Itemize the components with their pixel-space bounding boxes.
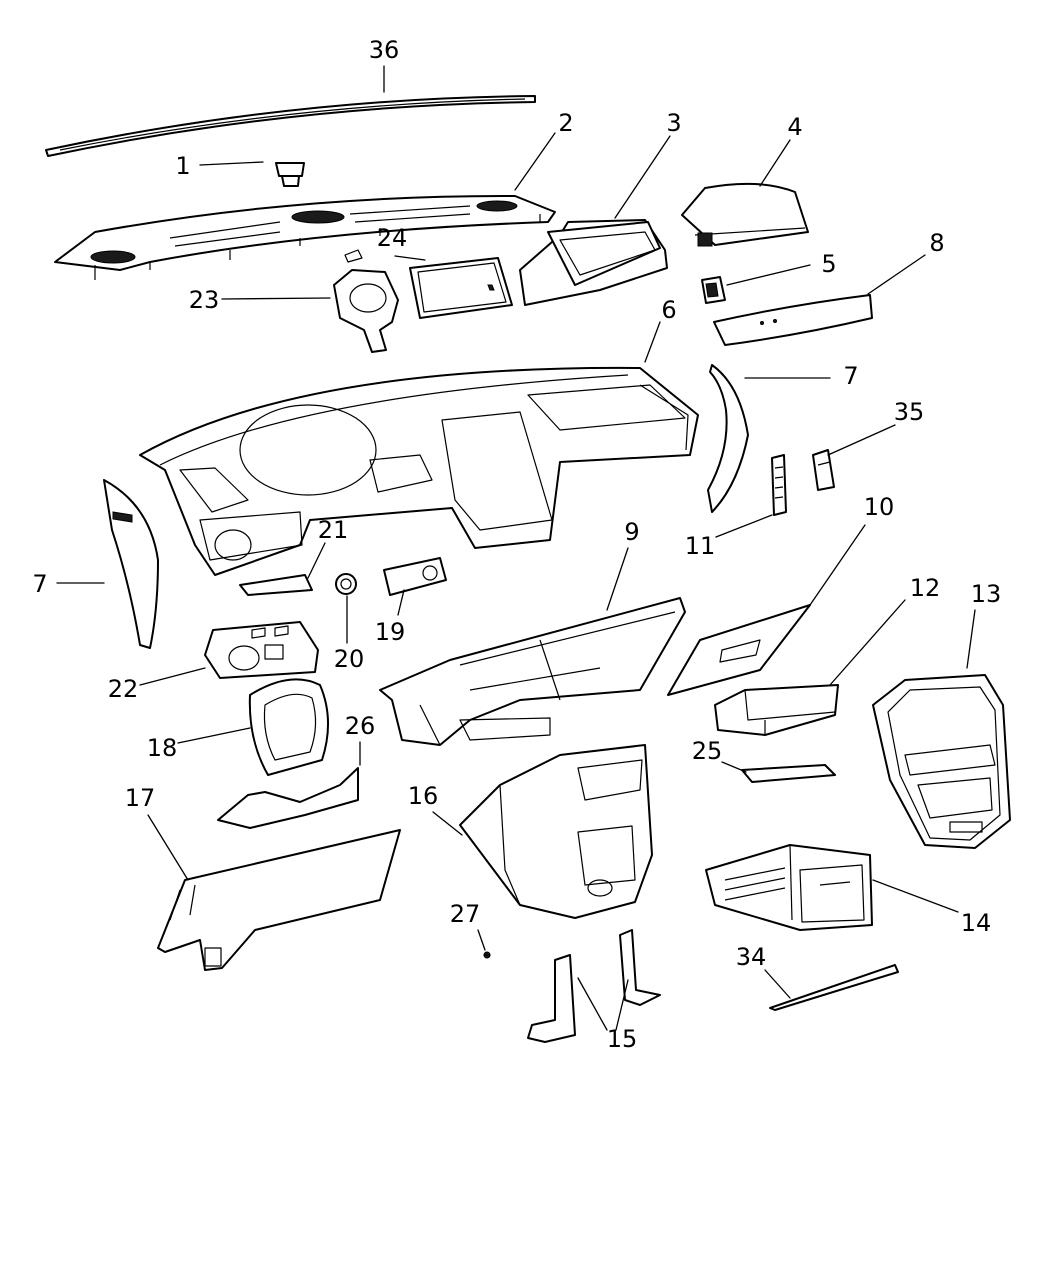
callout-2: 2 xyxy=(558,109,573,137)
callout-14: 14 xyxy=(961,909,992,937)
callout-27: 27 xyxy=(450,900,481,928)
callout-8: 8 xyxy=(929,229,944,257)
part-1-clip xyxy=(275,162,305,187)
part-6-instrument-panel xyxy=(139,366,699,576)
callout-13: 13 xyxy=(971,580,1002,608)
part-17-knee-bolster xyxy=(157,829,401,971)
part-25-pad xyxy=(741,764,836,783)
callout-16: 16 xyxy=(408,782,439,810)
callout-23: 23 xyxy=(189,286,220,314)
part-4-cover xyxy=(681,182,809,247)
callout-18: 18 xyxy=(147,734,178,762)
part-15-bracket-right xyxy=(619,929,661,1006)
callout-20: 20 xyxy=(334,645,365,673)
callout-5: 5 xyxy=(821,250,836,278)
part-13-center-bezel xyxy=(872,674,1011,849)
part-3-upper-bin xyxy=(519,219,668,306)
part-12-box xyxy=(714,684,839,736)
callout-25: 25 xyxy=(692,737,723,765)
callout-1: 1 xyxy=(175,152,190,180)
part-8-trim xyxy=(713,294,873,346)
part-18-airbag-cover xyxy=(248,678,330,776)
callout-11: 11 xyxy=(685,532,716,560)
part-19-bezel xyxy=(383,557,447,596)
part-26-lower-trim xyxy=(217,767,359,829)
part-11-vent xyxy=(771,454,787,516)
callout-15: 15 xyxy=(607,1025,638,1053)
part-20-ring xyxy=(335,573,357,595)
part-2-defroster-panel xyxy=(54,194,556,280)
callout-19: 19 xyxy=(375,618,406,646)
callout-22: 22 xyxy=(108,675,139,703)
part-34-strip xyxy=(769,964,899,1011)
callout-36: 36 xyxy=(369,36,400,64)
part-21-trim xyxy=(239,574,313,596)
part-22-switch-bezel xyxy=(204,621,319,679)
callout-12: 12 xyxy=(910,574,941,602)
callout-labels: 36 1 2 3 4 24 5 8 23 6 7 35 10 21 9 11 7… xyxy=(32,36,1001,1053)
callout-26: 26 xyxy=(345,712,376,740)
part-14-radio xyxy=(705,844,873,931)
part-27-screw xyxy=(483,951,491,959)
callout-4: 4 xyxy=(787,113,802,141)
part-9-bracket xyxy=(379,597,686,746)
part-35-clip xyxy=(812,449,835,491)
callout-3: 3 xyxy=(666,109,681,137)
callout-7-right: 7 xyxy=(843,362,858,390)
part-10-glove-door xyxy=(667,604,811,696)
callout-9: 9 xyxy=(624,518,639,546)
part-15-bracket-left xyxy=(527,954,576,1043)
callout-35: 35 xyxy=(894,398,925,426)
callout-21: 21 xyxy=(318,516,349,544)
callout-24: 24 xyxy=(377,224,408,252)
callout-10: 10 xyxy=(864,493,895,521)
leader-lines xyxy=(56,65,976,1031)
callout-34: 34 xyxy=(736,943,767,971)
part-7-end-cap-right xyxy=(707,364,749,513)
part-24-display xyxy=(409,257,513,319)
callout-17: 17 xyxy=(125,784,156,812)
part-7-end-cap-left xyxy=(103,479,159,649)
part-23-cluster-housing xyxy=(333,249,399,353)
part-5-bracket xyxy=(701,276,726,304)
callout-6: 6 xyxy=(661,296,676,324)
callout-7-left: 7 xyxy=(32,570,47,598)
part-36-trim-strip xyxy=(45,95,536,157)
part-16-console xyxy=(459,744,653,919)
